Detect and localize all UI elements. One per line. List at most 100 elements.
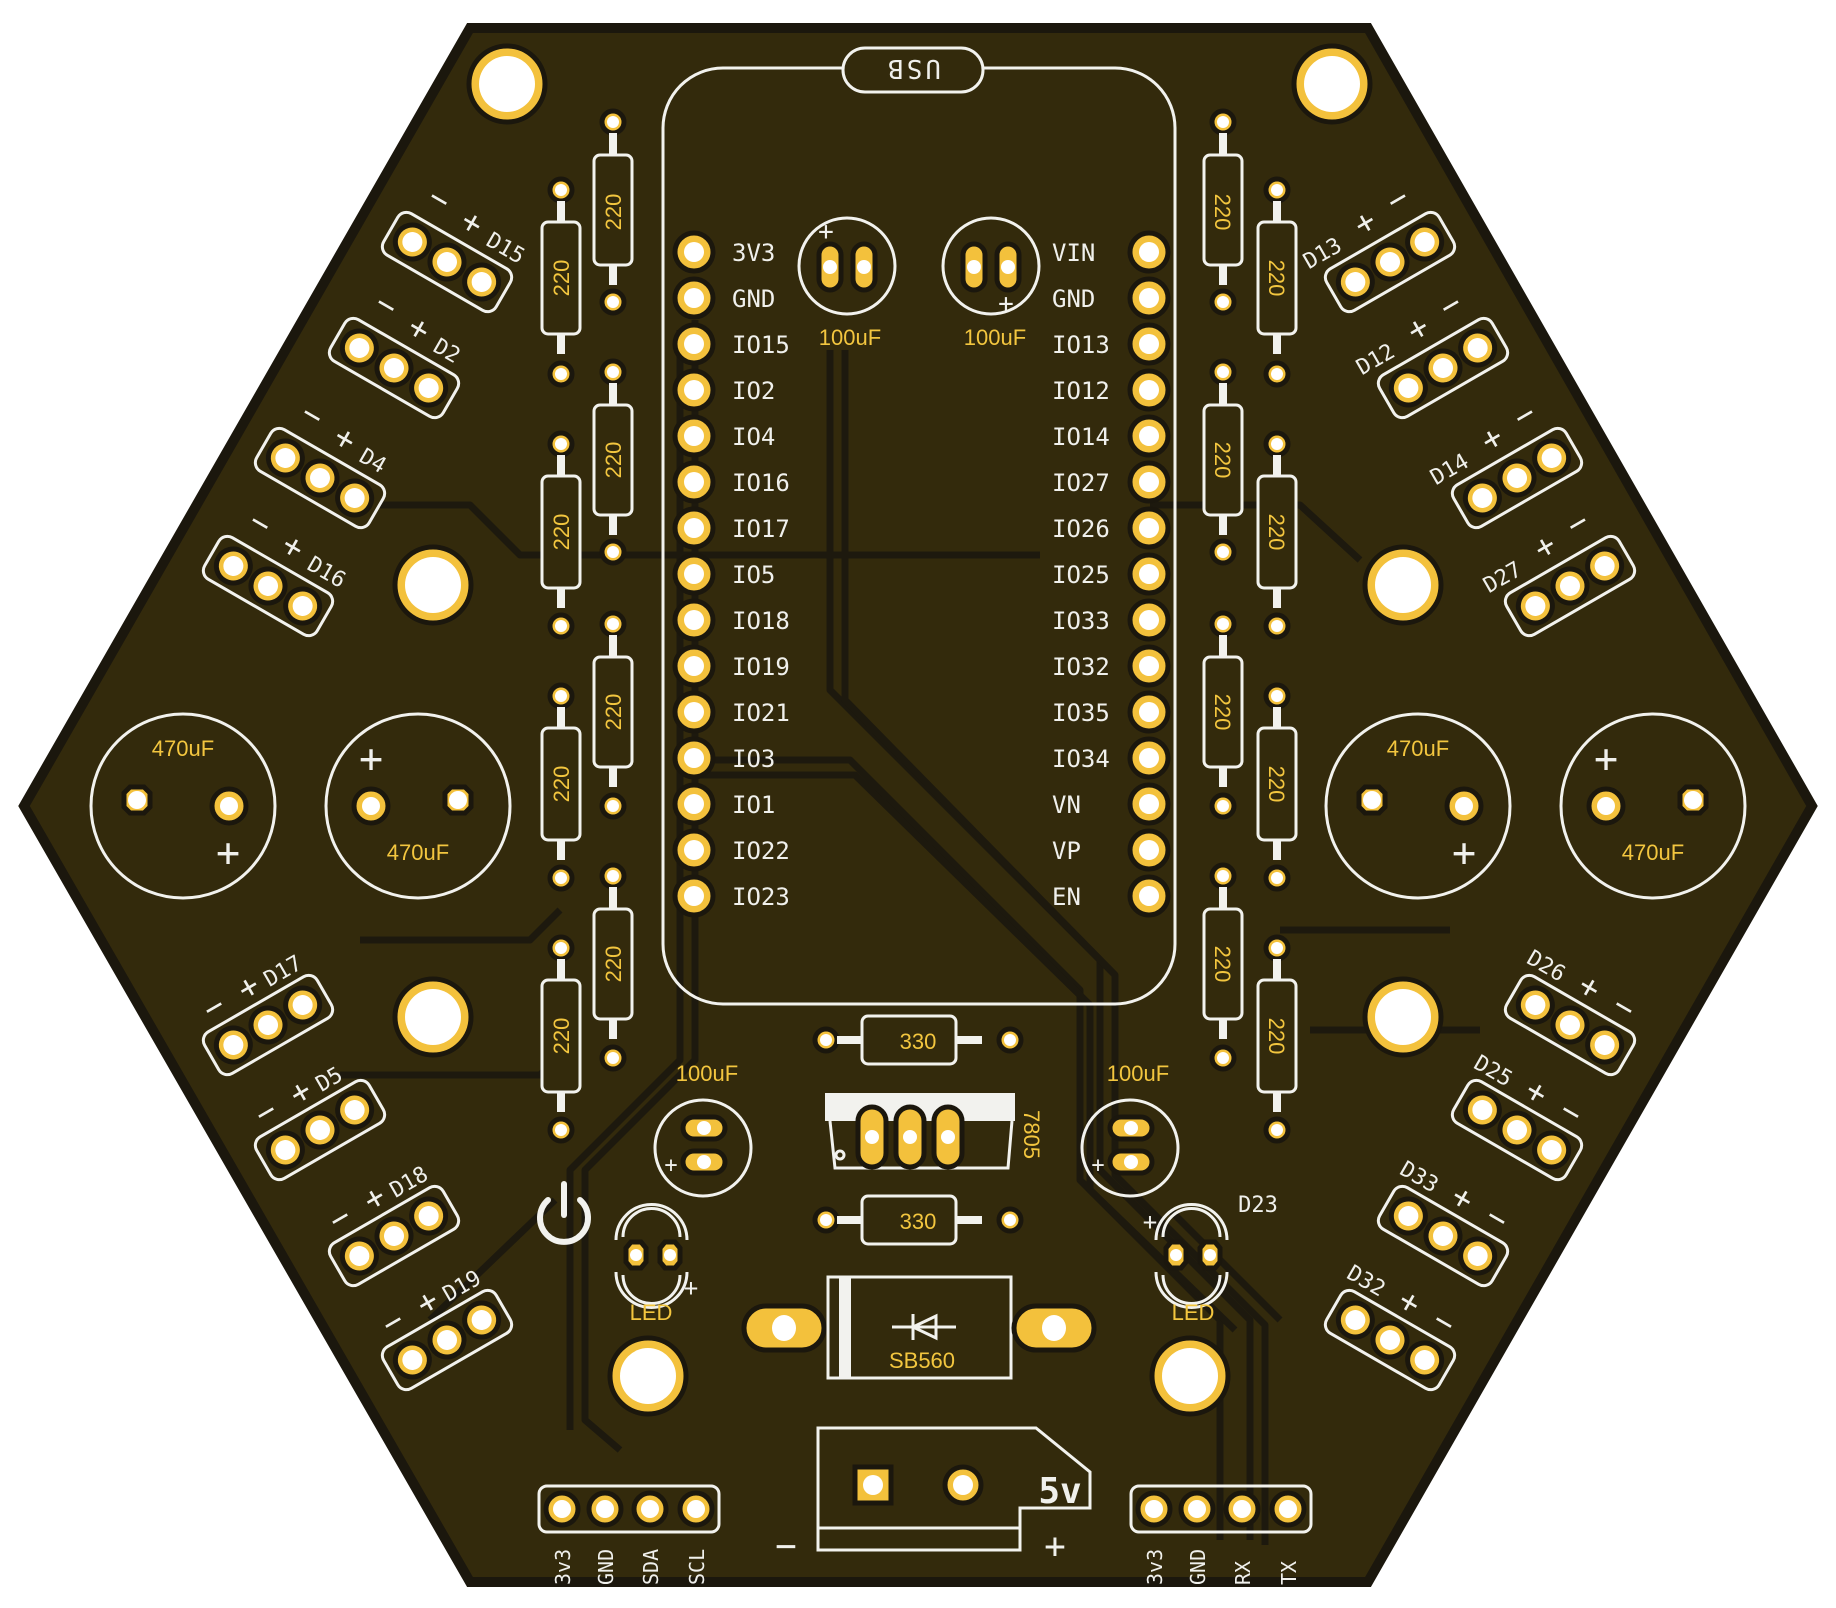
- resistor-bank-left: 220 220 220 220: [540, 108, 634, 1144]
- header-pin-label: 3v3: [551, 1549, 575, 1585]
- header-pin-label: GND: [594, 1549, 618, 1585]
- capacitor-polarity: +: [1594, 736, 1618, 782]
- pin-label: 3V3: [732, 239, 775, 267]
- led-header-d2: − + D2: [327, 284, 464, 420]
- resistor-value: 220: [1264, 1018, 1289, 1055]
- pin-label: IO32: [1052, 653, 1110, 681]
- resistor-value: 220: [1210, 694, 1235, 731]
- capacitor-470uf-4: + 470uF: [1559, 712, 1747, 900]
- mounting-hole: [1362, 544, 1444, 626]
- mounting-hole: [1291, 43, 1373, 125]
- esp32-left-pads: [672, 230, 716, 918]
- resistor-220: 220: [1256, 430, 1298, 640]
- capacitor-polarity: +: [359, 736, 383, 782]
- terminal-minus: −: [775, 1526, 797, 1567]
- capacitor-value: 100uF: [1107, 1061, 1169, 1086]
- resistor-330-top: 330: [812, 1014, 1024, 1066]
- pin-label: IO4: [732, 423, 775, 451]
- pin-label: VP: [1052, 837, 1081, 865]
- resistor-330-bottom: 330: [812, 1194, 1024, 1246]
- led-label: LED: [630, 1300, 673, 1325]
- pin-label: IO22: [732, 837, 790, 865]
- resistor-bank-right: 220 220 220 220: [1202, 108, 1298, 1144]
- resistor-value: 330: [900, 1029, 937, 1054]
- capacitor-value: 100uF: [964, 325, 1026, 350]
- resistor-value: 220: [601, 946, 626, 983]
- pin-label: IO13: [1052, 331, 1110, 359]
- capacitor-value: 100uF: [819, 325, 881, 350]
- pin-label: VN: [1052, 791, 1081, 819]
- resistor-220: 220: [592, 358, 634, 566]
- mounting-holes: [392, 43, 1444, 1417]
- resistor-220: 220: [1256, 934, 1298, 1144]
- esp32-right-pin-labels: VIN GND IO13 IO12 IO14 IO27 IO26 IO25 IO…: [1052, 239, 1110, 911]
- pin-label: IO3: [732, 745, 775, 773]
- mounting-hole: [392, 544, 474, 626]
- header-pin-label: SDA: [639, 1549, 663, 1585]
- pin-label: IO21: [732, 699, 790, 727]
- pin-label: IO1: [732, 791, 775, 819]
- resistor-220: 220: [540, 934, 582, 1144]
- resistor-value: 220: [1264, 766, 1289, 803]
- pin-label: IO5: [732, 561, 775, 589]
- capacitor-100uf-top-right: + 100uF: [941, 216, 1041, 350]
- usb-label: USB: [885, 53, 941, 83]
- regulator-label: 7805: [1019, 1110, 1044, 1159]
- resistor-220: 220: [592, 108, 634, 316]
- capacitor-value: 470uF: [1622, 840, 1684, 865]
- mounting-hole: [1149, 1335, 1231, 1417]
- terminal-plus: +: [1044, 1526, 1066, 1567]
- diode-label: SB560: [889, 1348, 955, 1373]
- capacitor-470uf-1: 470uF +: [89, 712, 277, 900]
- pin-label: GND: [732, 285, 775, 313]
- capacitor-value: 470uF: [1387, 736, 1449, 761]
- capacitor-polarity: +: [664, 1153, 677, 1178]
- pin-label: IO19: [732, 653, 790, 681]
- pin-label: IO2: [732, 377, 775, 405]
- uart-header: 3v3 GND RX TX: [1129, 1484, 1313, 1585]
- regulator-7805: 7805: [825, 1093, 1044, 1170]
- resistor-220: 220: [1202, 862, 1244, 1072]
- capacitor-value: 470uF: [387, 840, 449, 865]
- pin-label: IO18: [732, 607, 790, 635]
- pin-label: EN: [1052, 883, 1081, 911]
- resistor-value: 220: [601, 194, 626, 231]
- esp32-left-pin-labels: 3V3 GND IO15 IO2 IO4 IO16 IO17 IO5 IO18 …: [732, 239, 790, 911]
- resistor-value: 220: [1210, 442, 1235, 479]
- d23-label: D23: [1238, 1193, 1278, 1218]
- resistor-value: 220: [1210, 194, 1235, 231]
- i2c-header: 3v3 GND SDA SCL: [537, 1484, 721, 1585]
- voltage-label: 5v: [1038, 1471, 1081, 1512]
- capacitor-100uf-top-left: + 100uF: [797, 216, 897, 350]
- pin-label: IO35: [1052, 699, 1110, 727]
- resistor-value: 220: [1264, 260, 1289, 297]
- capacitor-470uf-3: 470uF +: [1324, 712, 1512, 900]
- led-polarity: +: [1143, 1208, 1157, 1236]
- capacitor-polarity: +: [1091, 1153, 1104, 1178]
- resistor-220: 220: [1202, 358, 1244, 566]
- esp32-right-pads: [1127, 230, 1171, 918]
- esp32-module: USB 3V3 GND IO15 IO2 IO4 IO16 IO: [661, 46, 1177, 1006]
- capacitor-value: 470uF: [152, 736, 214, 761]
- resistor-220: 220: [592, 862, 634, 1072]
- pin-label: GND: [1052, 285, 1095, 313]
- resistor-value: 220: [1210, 946, 1235, 983]
- resistor-value: 220: [549, 1018, 574, 1055]
- capacitor-470uf-2: + 470uF: [324, 712, 512, 900]
- board-outline: [18, 23, 1818, 1587]
- pin-label: IO34: [1052, 745, 1110, 773]
- resistor-value: 220: [601, 694, 626, 731]
- capacitor-value: 100uF: [676, 1061, 738, 1086]
- pin-label: IO27: [1052, 469, 1110, 497]
- resistor-220: 220: [1256, 682, 1298, 892]
- led-label: LED: [1172, 1300, 1215, 1325]
- pin-label: IO17: [732, 515, 790, 543]
- resistor-220: 220: [540, 682, 582, 892]
- resistor-220: 220: [1256, 176, 1298, 388]
- capacitor-100uf-bottom-left: 100uF +: [653, 1061, 753, 1198]
- resistor-220: 220: [1202, 108, 1244, 316]
- status-led-right: + LED: [1143, 1203, 1229, 1325]
- resistor-value: 220: [1264, 514, 1289, 551]
- pin-label: IO14: [1052, 423, 1110, 451]
